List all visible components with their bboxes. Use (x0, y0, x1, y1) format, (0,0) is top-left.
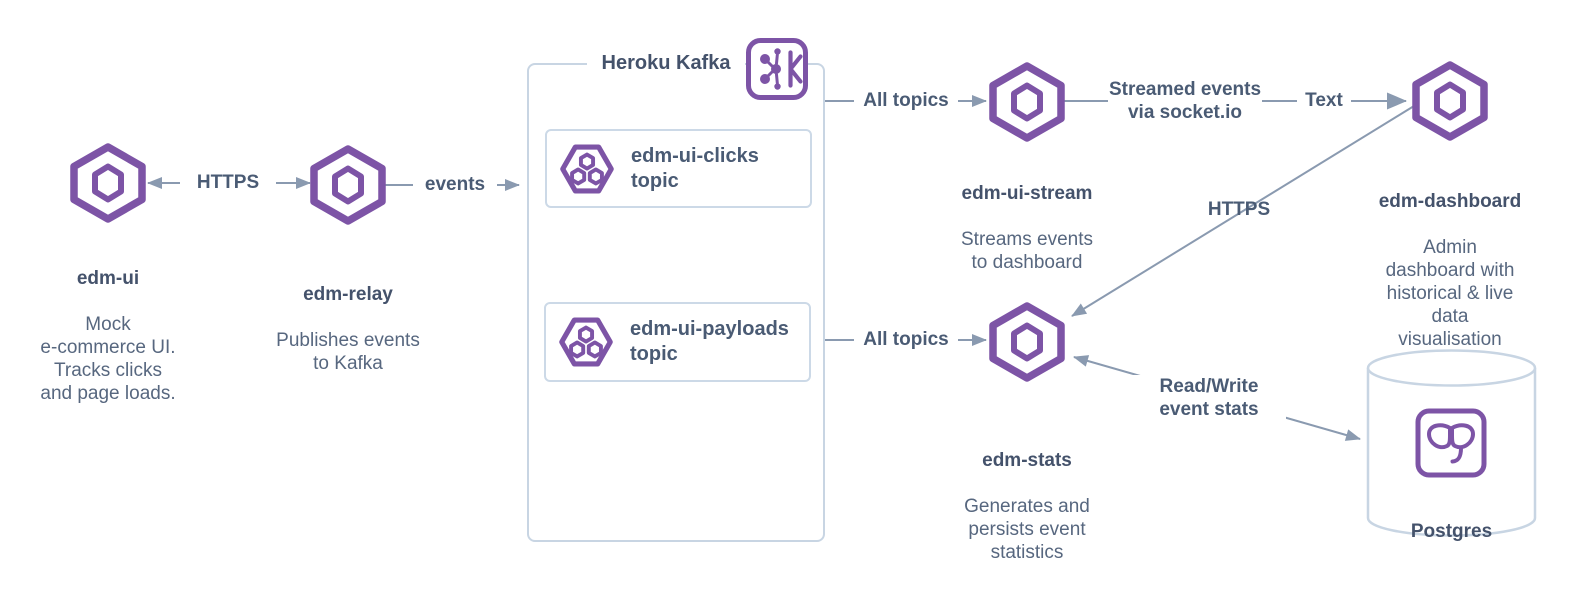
edge-label-read-write: Read/Write event stats (1132, 375, 1286, 421)
topic-label: edm-ui-payloads topic (630, 318, 789, 365)
heroku-app-icon-edm-stats (989, 302, 1065, 382)
edge-label-events: events (413, 173, 497, 196)
node-description: Streams events to dashboard (961, 229, 1093, 273)
heroku-app-icon-edm-relay (310, 145, 386, 225)
postgres-icon (1415, 408, 1487, 478)
edge-label-streamed-events: Streamed events via socket.io (1108, 78, 1262, 124)
topic-label: edm-ui-clicks topic (631, 144, 759, 192)
node-title: edm-relay (303, 284, 393, 305)
heroku-app-icon-edm-dashboard (1412, 61, 1488, 141)
node-title: edm-stats (982, 450, 1072, 471)
node-description: Publishes events to Kafka (276, 330, 420, 374)
edge-label-all-topics-bottom: All topics (854, 328, 958, 351)
node-title: edm-ui (76, 268, 140, 289)
node-edm-relay: edm-relay Publishes events to Kafka (258, 260, 438, 398)
edge-label-https-diagonal: HTTPS (1207, 199, 1271, 220)
kafka-group-title: Heroku Kafka (587, 50, 745, 76)
edge-https-dashboard-stats (1071, 105, 1415, 317)
edge-label-all-topics-top: All topics (854, 89, 958, 112)
node-title: edm-dashboard (1378, 191, 1522, 212)
node-description: Generates and persists event statistics (964, 496, 1090, 563)
node-description: Mock e-commerce UI. Tracks clicks and pa… (40, 314, 176, 404)
node-title: Postgres (1410, 521, 1493, 542)
edge-label-https: HTTPS (180, 171, 276, 194)
topic-card-edm-ui-clicks: edm-ui-clicks topic (545, 129, 812, 208)
kafka-topic-icon (558, 312, 614, 372)
kafka-topic-icon (559, 139, 615, 199)
node-postgres: Postgres (1381, 497, 1522, 566)
heroku-app-icon-edm-ui-stream (989, 62, 1065, 142)
node-title: edm-ui-stream (961, 183, 1093, 204)
topic-card-edm-ui-payloads: edm-ui-payloads topic (544, 302, 811, 382)
node-edm-ui-stream: edm-ui-stream Streams events to dashboar… (932, 159, 1122, 297)
node-edm-ui: edm-ui Mock e-commerce UI. Tracks clicks… (18, 244, 198, 428)
node-description: Admin dashboard with historical & live d… (1385, 237, 1515, 350)
heroku-app-icon-edm-ui (70, 143, 146, 223)
node-edm-dashboard: edm-dashboard Admin dashboard with histo… (1363, 167, 1537, 374)
kafka-icon (745, 37, 809, 101)
edge-label-text: Text (1297, 89, 1351, 112)
node-edm-stats: edm-stats Generates and persists event s… (932, 426, 1122, 587)
